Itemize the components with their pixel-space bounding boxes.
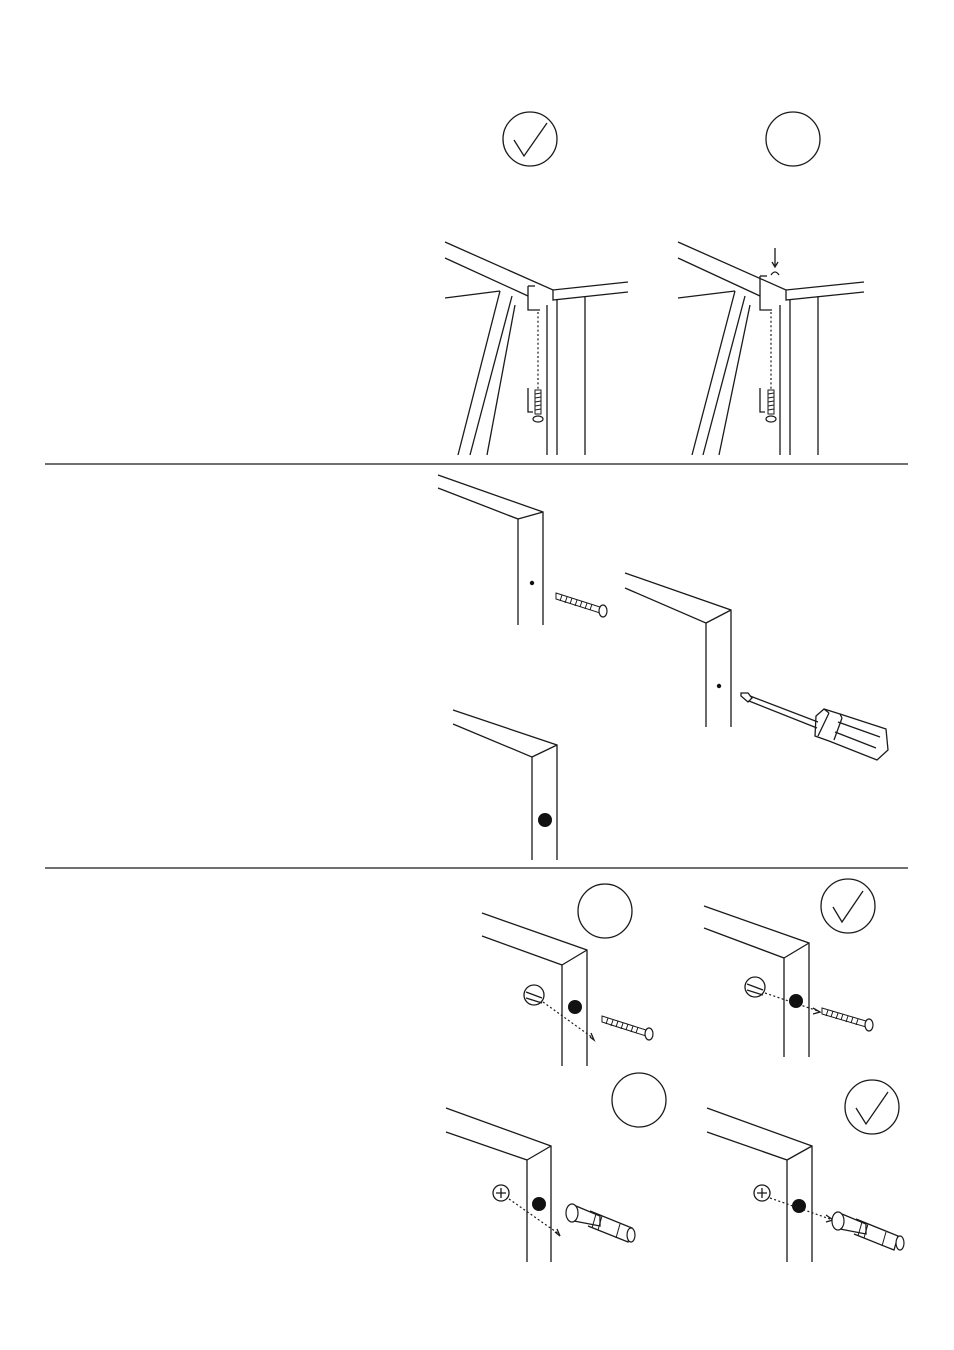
check-circle-icon <box>845 1080 899 1134</box>
section-screw-installation <box>438 475 888 860</box>
screw-icon <box>760 388 776 422</box>
section-screw-types <box>446 879 904 1262</box>
frame-corner-incorrect <box>678 242 864 455</box>
slot-screw-head-icon <box>524 985 544 1005</box>
panel-with-screwdriver <box>625 573 888 760</box>
panel-slot-screw-correct <box>704 906 873 1057</box>
frame-corner-correct <box>445 242 628 455</box>
panel-cam-bolt-incorrect <box>446 1108 635 1262</box>
screw-icon <box>528 388 543 422</box>
blank-circle-icon <box>766 112 820 166</box>
screw-icon <box>602 1016 653 1040</box>
check-circle-icon <box>503 112 557 166</box>
panel-slot-screw-incorrect <box>482 913 653 1066</box>
section-frame-corner <box>445 112 864 455</box>
slot-screw-head-icon <box>745 977 765 997</box>
screwdriver-icon <box>741 693 888 760</box>
panel-cam-bolt-correct <box>707 1108 904 1262</box>
blank-circle-icon <box>612 1073 666 1127</box>
panel-with-pilot-hole <box>438 475 607 625</box>
cross-screw-head-icon <box>754 1185 770 1201</box>
screw-icon <box>822 1008 873 1031</box>
blank-circle-icon <box>578 884 632 938</box>
cam-bolt-icon <box>566 1204 635 1242</box>
check-circle-icon <box>821 879 875 933</box>
panel-with-cover-cap <box>453 710 557 860</box>
cross-screw-head-icon <box>493 1185 509 1201</box>
cam-bolt-icon <box>832 1212 904 1250</box>
screw-icon <box>556 593 607 617</box>
